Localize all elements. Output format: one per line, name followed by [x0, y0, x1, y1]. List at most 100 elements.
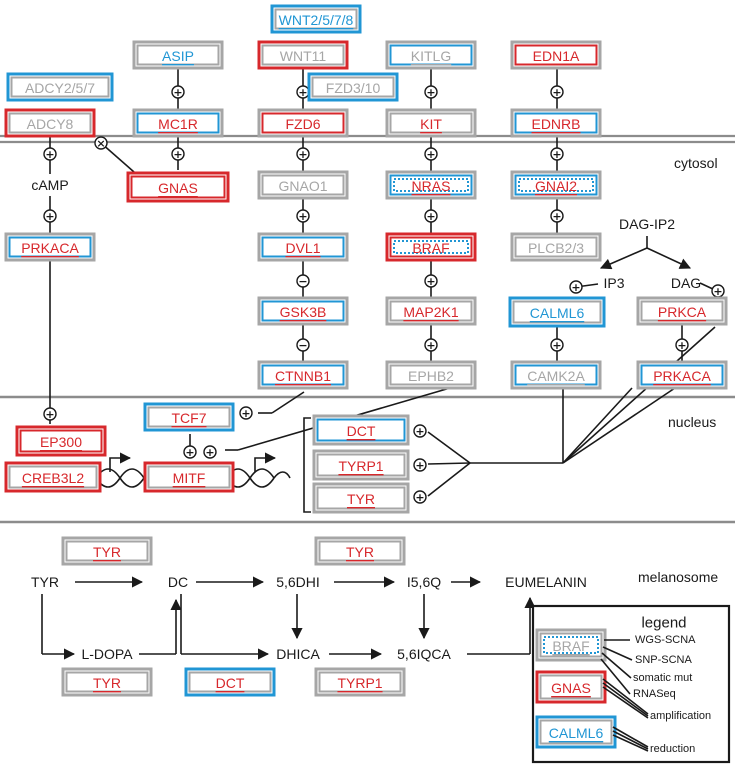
- gene-kitlg-label: KITLG: [411, 48, 451, 64]
- gene-dct1-outer-frame: [312, 414, 410, 446]
- sign-13: +: [550, 209, 564, 223]
- gene-prkaca1-inner-frame: [8, 236, 92, 258]
- gene-gsk3b: GSK3B: [257, 296, 349, 326]
- label-i56q: I5,6Q: [407, 574, 441, 590]
- sign-28: +: [413, 490, 427, 504]
- svg-text:+: +: [415, 459, 424, 472]
- compartment-cytosol: cytosol: [674, 155, 718, 171]
- gene-ep300-label: EP300: [40, 434, 82, 450]
- label-dag: DAG: [671, 275, 701, 291]
- gene-gnas-inner-frame: [130, 175, 226, 199]
- gene-mc1r-inner-frame: [136, 112, 220, 134]
- gene-tyr4-inner-frame: [65, 671, 149, 693]
- sign-25: +: [203, 445, 217, 459]
- gene-fzd6-label: FZD6: [286, 116, 321, 132]
- gene-asip-label: ASIP: [162, 48, 194, 64]
- legend-gnas-label: GNAS: [551, 680, 591, 696]
- gene-tyrp1b: TYRP1: [314, 667, 406, 697]
- label-iqca: 5,6IQCA: [397, 646, 451, 662]
- gene-gnas-outer-frame: [126, 171, 230, 203]
- gene-gnai2-mut-frame: [518, 178, 594, 192]
- svg-text:+: +: [426, 86, 435, 99]
- legend-rnaseq: RNASeq: [633, 688, 676, 700]
- gene-wnt11-label: WNT11: [280, 48, 327, 64]
- label-dhi: 5,6DHI: [276, 574, 320, 590]
- gene-tyr1-inner-frame: [316, 486, 406, 510]
- legend-calml6-label: CALML6: [549, 725, 604, 741]
- gene-nras-mut-frame: [393, 178, 469, 192]
- gene-tyr2: TYR: [61, 536, 153, 566]
- gene-dvl1-inner-frame: [261, 236, 345, 258]
- gene-dvl1-label: DVL1: [285, 240, 320, 256]
- gene-prkaca2: PRKACA: [636, 360, 728, 390]
- sign-15: +: [424, 274, 438, 288]
- gene-tyr3-inner-frame: [318, 540, 402, 562]
- gene-mitf: MITF: [143, 461, 235, 493]
- sign-9: ×: [94, 136, 108, 150]
- gene-mitf-label: MITF: [173, 470, 206, 486]
- legend-calml6: CALML6: [535, 715, 617, 749]
- gene-prkca-label: PRKCA: [658, 304, 707, 320]
- gene-adcy8: ADCY8: [4, 108, 96, 138]
- gene-camk2a-inner-frame: [514, 364, 598, 386]
- sign-20: +: [550, 338, 564, 352]
- legend-braf: BRAF: [535, 628, 607, 662]
- legend-braf-label: BRAF: [552, 638, 589, 654]
- gene-gnao1-label: GNAO1: [278, 178, 327, 194]
- sign-16: +: [569, 280, 583, 294]
- svg-text:+: +: [298, 148, 307, 161]
- svg-text:+: +: [677, 339, 686, 352]
- gene-gnao1-inner-frame: [261, 174, 345, 196]
- gene-kitlg-inner-frame: [389, 44, 473, 66]
- legend-gnas-outer-frame: [535, 670, 607, 704]
- legend-calml6-inner-frame: [539, 719, 613, 745]
- gene-adcy8-inner-frame: [8, 112, 92, 134]
- gene-fzd310-label: FZD3/10: [326, 80, 381, 96]
- svg-text:×: ×: [96, 137, 105, 150]
- gene-prkca-inner-frame: [640, 300, 724, 322]
- svg-text:+: +: [173, 148, 182, 161]
- gene-tyr2-inner-frame: [65, 540, 149, 562]
- gene-prkaca2-inner-frame: [640, 364, 724, 386]
- sign-5: +: [171, 147, 185, 161]
- label-dag-ip2: DAG-IP2: [619, 216, 675, 232]
- gene-plcb23: PLCB2/3: [510, 232, 602, 262]
- gene-gnas-label: GNAS: [158, 180, 198, 196]
- sign-26: +: [413, 424, 427, 438]
- sign-4: +: [43, 147, 57, 161]
- legend-amplification: amplification: [650, 710, 711, 722]
- gene-ep300-outer-frame: [15, 425, 107, 457]
- gene-tyrp1a-inner-frame: [316, 453, 406, 477]
- gene-tyr1-label: TYR: [347, 491, 375, 507]
- gene-dct2: DCT: [184, 667, 276, 697]
- legend-boxes: BRAF GNAS CALML6: [535, 628, 617, 749]
- legend-snp: SNP-SCNA: [635, 654, 693, 666]
- gene-tyrp1a-outer-frame: [312, 449, 410, 481]
- cell-membrane-2: [0, 139, 735, 144]
- gene-calml6-outer-frame: [508, 296, 606, 328]
- gene-dct1: DCT: [312, 414, 410, 446]
- gene-ednrb: EDNRB: [510, 108, 602, 138]
- gene-plcb23-inner-frame: [514, 236, 598, 258]
- sign-17: +: [711, 284, 725, 298]
- gene-tyrp1a: TYRP1: [312, 449, 410, 481]
- svg-text:+: +: [426, 339, 435, 352]
- legend-gnas-inner-frame: [539, 674, 603, 700]
- gene-tcf7-inner-frame: [147, 406, 231, 428]
- gene-nras-inner-frame: [389, 174, 473, 196]
- gene-ephb2: EPHB2: [385, 360, 477, 390]
- compartment-melanosome: melanosome: [638, 569, 718, 585]
- gene-ep300-inner-frame: [19, 429, 103, 453]
- gene-braf-label: BRAF: [412, 240, 449, 256]
- legend-gnas: GNAS: [535, 670, 607, 704]
- gene-prkaca2-label: PRKACA: [653, 368, 711, 384]
- gene-adcy8-label: ADCY8: [27, 116, 74, 132]
- svg-text:+: +: [552, 210, 561, 223]
- gene-kit-label: KIT: [420, 116, 442, 132]
- gene-tyr4-label: TYR: [93, 675, 121, 691]
- gene-tyrp1b-label: TYRP1: [337, 675, 382, 691]
- gene-gnai2: GNAI2: [510, 170, 602, 200]
- gene-adcy257-label: ADCY2/5/7: [25, 80, 95, 96]
- svg-text:+: +: [426, 148, 435, 161]
- gene-wnt11-inner-frame: [261, 44, 345, 66]
